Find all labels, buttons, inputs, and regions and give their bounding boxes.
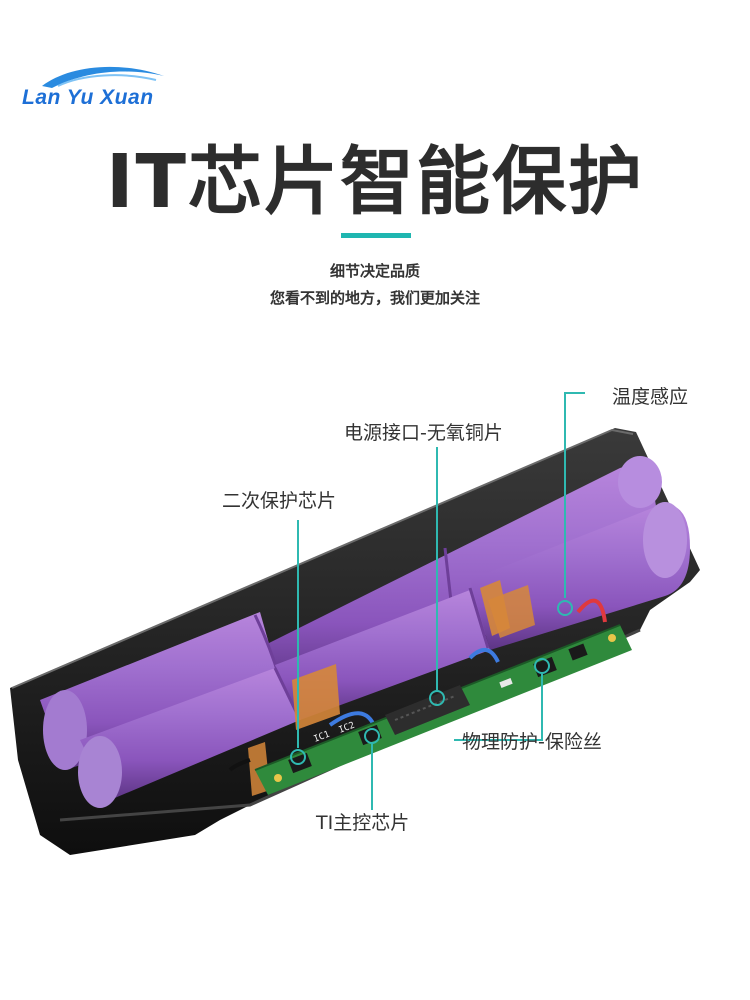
battery-pack-photo: IC1 IC2 bbox=[0, 360, 750, 880]
callout-fuse: 物理防护-保险丝 bbox=[462, 731, 602, 753]
brand-logo: Lan Yu Xuan bbox=[18, 62, 168, 112]
protection-pcb bbox=[254, 624, 632, 795]
accent-divider bbox=[341, 233, 411, 238]
callout-secondary-chip: 二次保护芯片 bbox=[222, 490, 337, 512]
callout-temperature-sensing: 温度感应 bbox=[612, 386, 689, 408]
callout-power-port: 电源接口-无氧铜片 bbox=[344, 422, 503, 444]
page-title: IT芯片智能保护 bbox=[105, 139, 644, 225]
callout-leaders bbox=[290, 392, 585, 810]
subtitle-line-1: 细节决定品质 bbox=[329, 262, 420, 280]
subtitle-line-2: 您看不到的地方，我们更加关注 bbox=[269, 289, 480, 307]
callout-main-chip: TI主控芯片 bbox=[316, 812, 410, 834]
swoosh-icon bbox=[42, 66, 164, 88]
brand-name: Lan Yu Xuan bbox=[22, 86, 154, 109]
battery-illustration: IC1 IC2 bbox=[10, 392, 700, 855]
